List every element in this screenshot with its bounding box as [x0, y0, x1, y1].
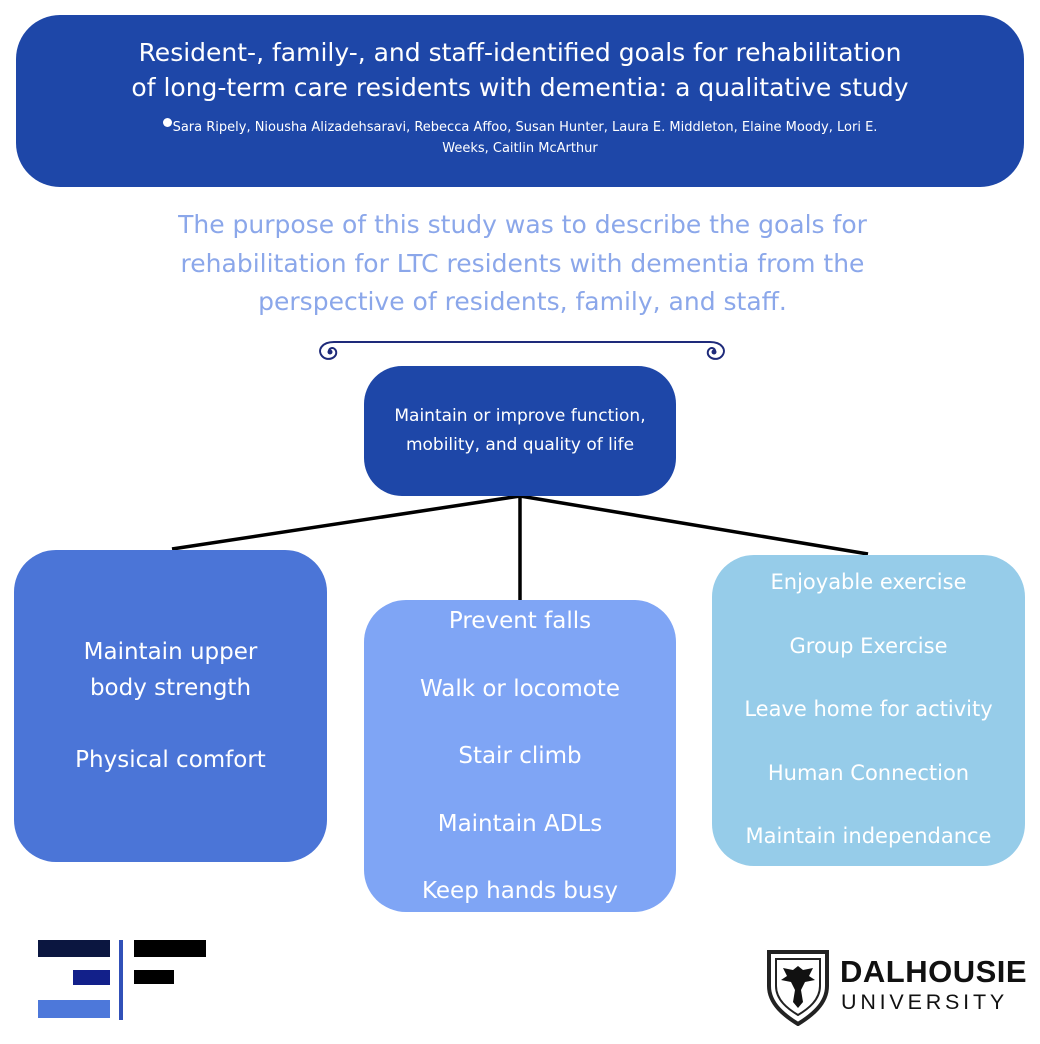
- root-goal-box: Maintain or improve function, mobility, …: [364, 366, 676, 496]
- ef-logo-icon: [38, 940, 206, 1020]
- dalhousie-logo: DALHOUSIE UNIVERSITY: [765, 950, 1035, 1030]
- connector-left: [171, 494, 521, 551]
- header-banner: Resident-, family-, and staff-identified…: [16, 15, 1024, 187]
- root-line-2: mobility, and quality of life: [405, 435, 635, 455]
- purpose-statement: The purpose of this study was to describ…: [100, 206, 945, 322]
- university-wordmark: UNIVERSITY: [841, 990, 1009, 1014]
- connector-right: [519, 494, 869, 556]
- list-item: Group Exercise: [789, 633, 948, 658]
- list-item: Leave home for activity: [744, 697, 993, 721]
- left-item-1-line-2: body strength: [89, 675, 252, 701]
- shield-icon: [767, 950, 829, 1026]
- scroll-divider-icon: [319, 341, 725, 360]
- authors-list: Sara Ripely, Niousha Alizadehsaravi, Reb…: [126, 117, 914, 159]
- list-item: Human Connection: [767, 760, 970, 785]
- title-line-1: Resident-, family-, and staff-identified…: [138, 38, 902, 67]
- left-item-1-line-1: Maintain upper: [83, 639, 258, 665]
- dalhousie-wordmark: DALHOUSIE: [840, 954, 1028, 989]
- list-item: Stair climb: [458, 743, 582, 769]
- list-item: Maintain independance: [745, 824, 992, 848]
- left-item-2: Physical comfort: [75, 747, 266, 773]
- list-item: Walk or locomote: [419, 675, 621, 702]
- bullet-icon: [162, 118, 172, 127]
- list-item: Keep hands busy: [421, 878, 619, 904]
- physical-goals-box: Maintain upper body strength Physical co…: [14, 550, 327, 862]
- purpose-line-2: rehabilitation for LTC residents with de…: [180, 248, 865, 278]
- authors-line-2: Weeks, Caitlin McArthur: [442, 141, 598, 156]
- social-goals-box: Enjoyable exercise Group Exercise Leave …: [712, 555, 1025, 866]
- list-item: Prevent falls: [448, 608, 592, 634]
- purpose-line-3: perspective of residents, family, and st…: [258, 287, 787, 316]
- mobility-goals-box: Prevent falls Walk or locomote Stair cli…: [364, 600, 676, 912]
- purpose-line-1: The purpose of this study was to describ…: [178, 210, 867, 239]
- title-line-2: of long-term care residents with dementi…: [131, 73, 909, 102]
- root-line-1: Maintain or improve function,: [394, 406, 646, 426]
- study-title: Resident-, family-, and staff-identified…: [76, 35, 964, 105]
- list-item: Enjoyable exercise: [770, 570, 967, 594]
- authors-line-1: Sara Ripely, Niousha Alizadehsaravi, Reb…: [172, 120, 878, 135]
- list-item: Maintain ADLs: [437, 810, 603, 837]
